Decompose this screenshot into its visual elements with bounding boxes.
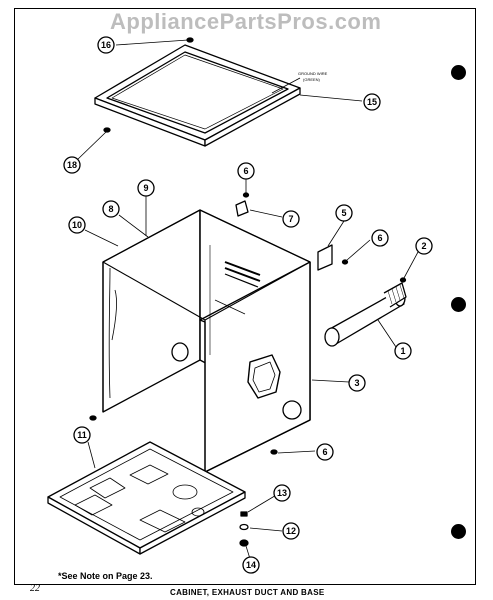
callout-13: 13 bbox=[277, 488, 287, 498]
callout-14: 14 bbox=[246, 560, 256, 570]
page-border bbox=[14, 8, 476, 585]
mounting-plate bbox=[317, 244, 333, 271]
ground-wire-label-line2: (GREEN) bbox=[303, 77, 321, 82]
callout-12: 12 bbox=[286, 526, 296, 536]
callout-8: 8 bbox=[108, 204, 113, 214]
callout-15: 15 bbox=[367, 97, 377, 107]
callout-7: 7 bbox=[288, 214, 293, 224]
callout-5: 5 bbox=[341, 208, 346, 218]
exhaust-duct bbox=[324, 282, 407, 347]
top-panel bbox=[94, 44, 301, 147]
leader-lines bbox=[76, 39, 419, 563]
callout-6-bottom: 6 bbox=[322, 447, 327, 457]
binder-hole-top bbox=[451, 65, 466, 80]
callout-9: 9 bbox=[143, 183, 148, 193]
binder-hole-middle bbox=[451, 297, 466, 312]
callout-11: 11 bbox=[77, 430, 87, 440]
callout-2: 2 bbox=[421, 241, 426, 251]
watermark: AppliancePartsPros.com bbox=[110, 9, 382, 34]
callout-1: 1 bbox=[400, 346, 405, 356]
cabinet bbox=[102, 200, 311, 473]
page-number: 22 bbox=[30, 583, 40, 594]
hardware bbox=[89, 37, 407, 547]
ground-wire-label-line1: GROUND WIRE bbox=[298, 71, 328, 76]
binder-hole-bottom bbox=[451, 524, 466, 539]
callout-18: 18 bbox=[67, 160, 77, 170]
callout-circles bbox=[63, 36, 433, 574]
diagram-caption: CABINET, EXHAUST DUCT AND BASE bbox=[170, 588, 325, 597]
callout-3: 3 bbox=[354, 378, 359, 388]
callout-6-right: 6 bbox=[377, 233, 382, 243]
see-note: *See Note on Page 23. bbox=[58, 571, 153, 581]
callout-6-top: 6 bbox=[243, 166, 248, 176]
ground-wire-label: GROUND WIRE (GREEN) bbox=[298, 71, 328, 82]
callout-10: 10 bbox=[72, 220, 82, 230]
callout-16: 16 bbox=[101, 40, 111, 50]
base bbox=[47, 441, 246, 555]
